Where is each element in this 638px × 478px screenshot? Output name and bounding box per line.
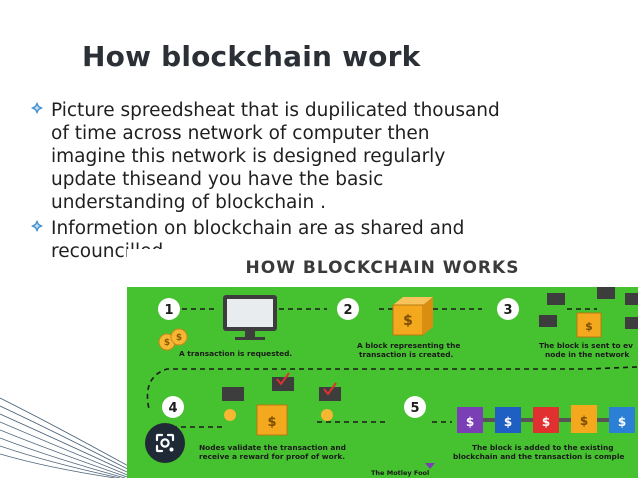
step-1-caption: A transaction is requested. — [179, 349, 292, 358]
svg-text:$: $ — [618, 415, 626, 429]
step-2-caption-line: A block representing the — [357, 341, 460, 350]
step-3-caption-line: node in the network — [545, 350, 630, 359]
svg-text:$: $ — [403, 313, 413, 329]
diamond-bullet-icon — [31, 102, 43, 114]
slide-title: How blockchain work — [82, 40, 421, 73]
step-3-number: 3 — [503, 303, 512, 318]
step-2-marker: 2 — [337, 298, 359, 320]
svg-text:$: $ — [580, 414, 588, 428]
coins-icon: $ $ — [158, 328, 188, 351]
block-icon: $ — [392, 297, 433, 336]
infographic-title: HOW BLOCKCHAIN WORKS — [127, 249, 638, 287]
diamond-bullet-icon — [31, 220, 43, 232]
svg-text:$: $ — [504, 415, 512, 429]
step-3-marker: 3 — [497, 298, 519, 320]
flow-path — [146, 308, 638, 428]
step-2-caption-line: transaction is created. — [359, 350, 454, 359]
decorative-lines — [0, 397, 150, 478]
infographic-diagram: 1 2 3 4 5 — [146, 287, 638, 477]
step-2-number: 2 — [343, 303, 352, 318]
blockchain-infographic: HOW BLOCKCHAIN WORKS 1 2 3 4 — [127, 249, 638, 478]
step-3-caption-line: The block is sent to ev — [539, 341, 633, 350]
step-4-number: 4 — [168, 401, 177, 416]
svg-text:$: $ — [466, 415, 474, 429]
computer-icon — [223, 295, 277, 340]
step-5-caption-line: blockchain and the transaction is comple — [453, 452, 624, 461]
step-5-number: 5 — [410, 401, 419, 416]
step-4-caption-line: receive a reward for proof of work. — [199, 452, 345, 461]
blockchain-icon: $ $ $ $ $ — [457, 405, 635, 433]
svg-text:$: $ — [585, 320, 593, 333]
lens-button[interactable] — [145, 423, 185, 463]
svg-text:$: $ — [176, 333, 182, 343]
bullet-line: Picture spreedsheat that is dupilicated … — [51, 100, 500, 121]
step-5-caption-line: The block is added to the existing — [472, 443, 614, 452]
bullet-line: of time across network of computer then — [51, 123, 430, 144]
bullet-item: Picture spreedsheat that is dupilicated … — [30, 99, 550, 214]
lens-icon — [155, 433, 175, 453]
svg-text:$: $ — [267, 415, 276, 430]
step-1-number: 1 — [164, 303, 173, 318]
bullet-line: imagine this network is designed regular… — [51, 146, 446, 167]
motley-fool-logo: The Motley Fool — [371, 463, 435, 477]
svg-text:$: $ — [164, 338, 170, 348]
validation-icon: $ — [222, 372, 341, 436]
network-icon: $ — [539, 287, 638, 338]
bullet-line: update thiseand you have the basic — [51, 169, 384, 190]
step-4-marker: 4 — [162, 396, 184, 418]
step-4-caption-line: Nodes validate the transaction and — [199, 443, 346, 452]
credit-text: The Motley Fool — [371, 469, 429, 477]
step-5-marker: 5 — [404, 396, 426, 418]
bullet-list: Picture spreedsheat that is dupilicated … — [30, 99, 550, 266]
bullet-line: Informetion on blockchain are as shared … — [51, 218, 465, 239]
step-1-marker: 1 — [158, 298, 180, 320]
svg-text:$: $ — [542, 415, 550, 429]
bullet-line: understanding of blockchain . — [51, 192, 327, 213]
